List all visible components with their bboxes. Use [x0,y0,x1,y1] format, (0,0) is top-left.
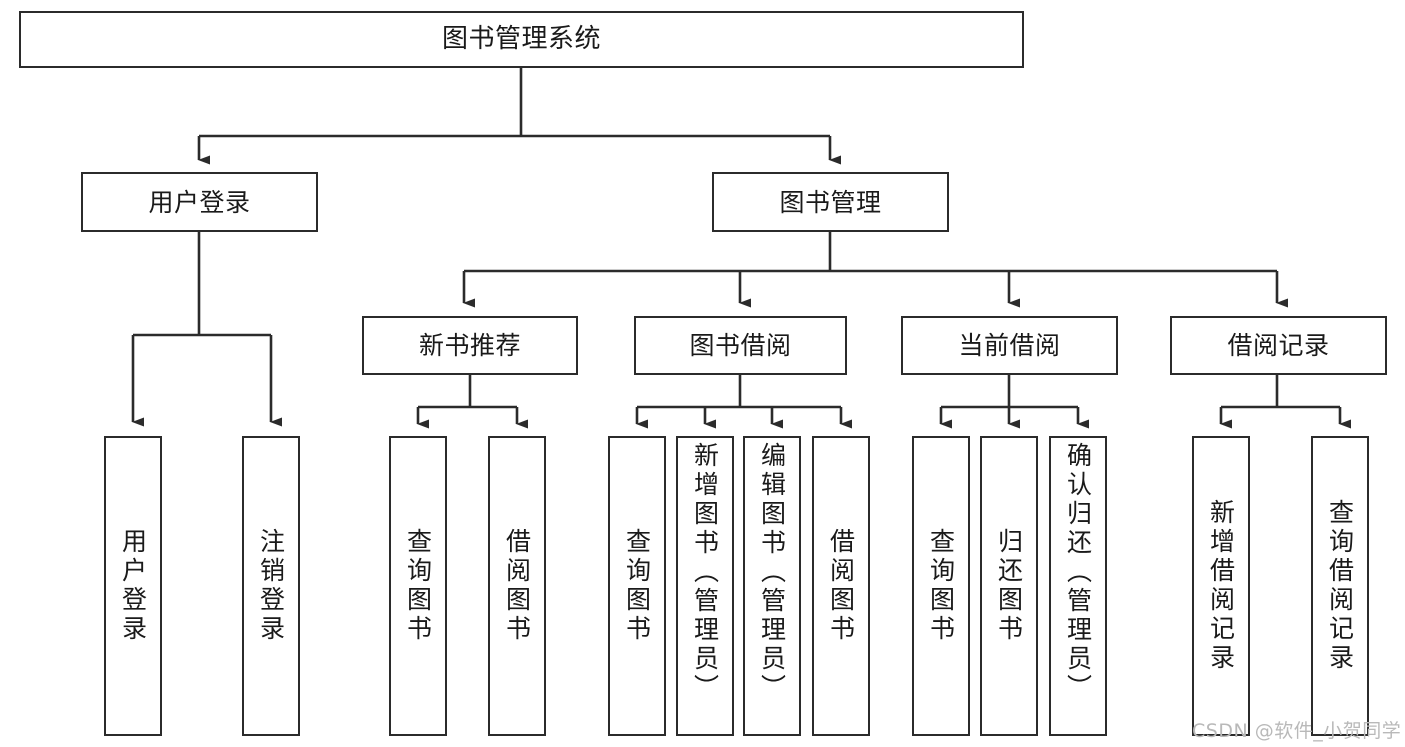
node-label: 查询图书 [622,528,652,644]
node-label: 查询图书 [403,528,433,644]
node-book-borrow[interactable]: 图书借阅 [634,316,847,375]
node-current-borrow[interactable]: 当前借阅 [901,316,1118,375]
node-label: 借阅图书 [826,528,856,644]
node-label: 借阅图书 [502,528,532,644]
node-label: 图书管理 [779,187,882,217]
node-root-book-management-system[interactable]: 图书管理系统 [19,11,1024,68]
node-user-login[interactable]: 用户登录 [81,172,318,232]
leaf-book-borrow-add-book-admin[interactable]: 新增图书（管理员） [676,436,734,736]
node-label: 当前借阅 [958,331,1061,360]
node-borrow-record[interactable]: 借阅记录 [1170,316,1387,375]
node-label: 用户登录 [118,528,148,644]
leaf-user-login-logout[interactable]: 注销登录 [242,436,300,736]
node-label: 用户登录 [148,187,251,217]
node-book-management[interactable]: 图书管理 [712,172,949,232]
node-label: 归还图书 [994,528,1024,644]
node-label: 确认归还（管理员） [1063,442,1093,703]
node-label: 新增借阅记录 [1206,499,1236,673]
leaf-book-borrow-edit-book-admin[interactable]: 编辑图书（管理员） [743,436,801,736]
leaf-book-borrow-query-book[interactable]: 查询图书 [608,436,666,736]
node-label: 查询图书 [926,528,956,644]
node-label: 图书借阅 [689,331,792,360]
node-label: 新增图书（管理员） [690,442,720,703]
csdn-watermark: CSDN @软件_小贺同学 [1192,720,1402,742]
node-label: 借阅记录 [1227,331,1330,360]
leaf-book-borrow-borrow-book[interactable]: 借阅图书 [812,436,870,736]
leaf-new-book-query-book[interactable]: 查询图书 [389,436,447,736]
node-label: 注销登录 [256,528,286,644]
leaf-borrow-record-query-record[interactable]: 查询借阅记录 [1311,436,1369,736]
leaf-current-borrow-confirm-return-admin[interactable]: 确认归还（管理员） [1049,436,1107,736]
node-label: 图书管理系统 [441,24,601,55]
node-new-book-recommend[interactable]: 新书推荐 [362,316,578,375]
node-label: 编辑图书（管理员） [757,442,787,703]
node-label: 查询借阅记录 [1325,499,1355,673]
node-label: 新书推荐 [418,331,521,360]
leaf-current-borrow-return-book[interactable]: 归还图书 [980,436,1038,736]
leaf-current-borrow-query-book[interactable]: 查询图书 [912,436,970,736]
leaf-borrow-record-add-record[interactable]: 新增借阅记录 [1192,436,1250,736]
leaf-new-book-borrow-book[interactable]: 借阅图书 [488,436,546,736]
leaf-user-login-login[interactable]: 用户登录 [104,436,162,736]
